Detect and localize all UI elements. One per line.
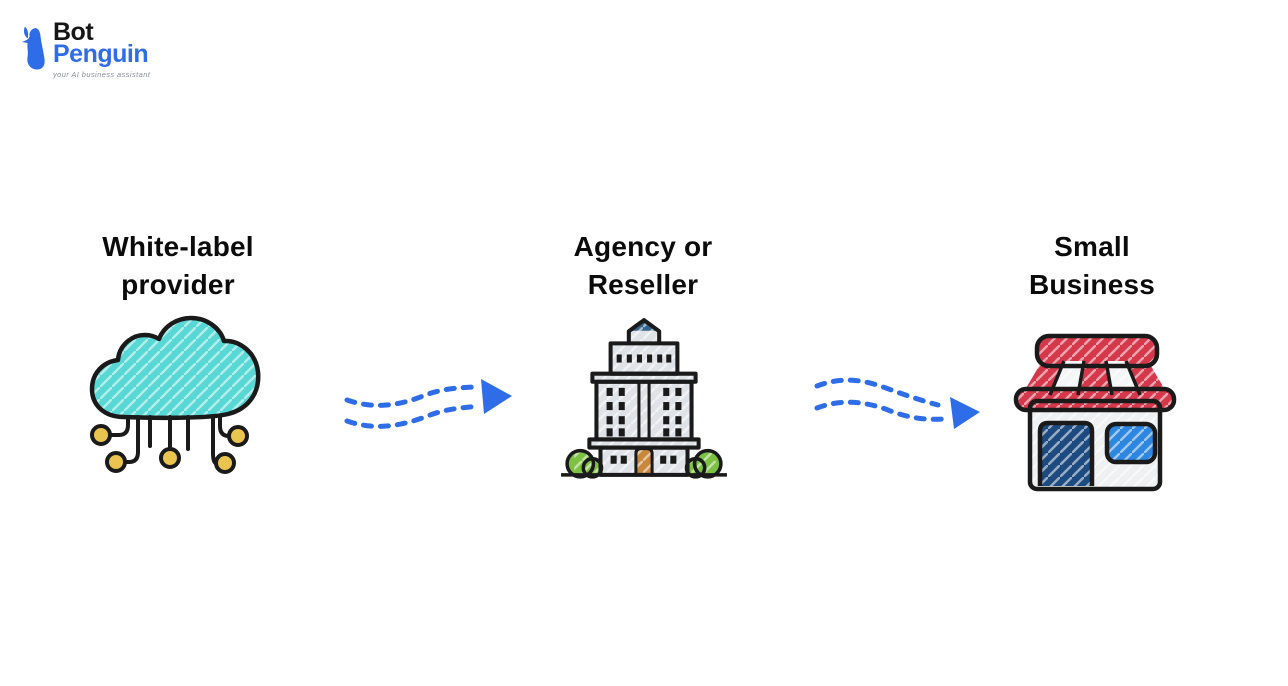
dashed-arrow-right-icon (814, 377, 980, 429)
node-label-line: Reseller (587, 269, 699, 300)
network-node-dots (90, 424, 249, 474)
node-label-line: White-label (102, 231, 254, 262)
office-building-icon (561, 317, 727, 479)
node-label-agency-or-reseller: Agency or Reseller (513, 228, 773, 304)
node-label-small-business: Small Business (962, 228, 1222, 304)
building-windows (606, 354, 682, 464)
node-label-white-label-provider: White-label provider (48, 228, 308, 304)
node-label-line: Agency or (573, 231, 713, 262)
cloud-network-icon (89, 315, 261, 474)
building-outlines (561, 318, 727, 479)
dashed-arrow-right-icon (344, 379, 512, 429)
brand-tagline: your AI business assistant (53, 70, 151, 79)
node-label-line: provider (121, 269, 235, 300)
node-label-line: Small (1054, 231, 1130, 262)
brand-name-bot: Bot (53, 18, 94, 46)
node-label-line: Business (1028, 269, 1156, 300)
penguin-icon (22, 26, 45, 70)
store-outlines (1013, 333, 1177, 492)
brand-name-penguin: Penguin (53, 40, 149, 68)
brand-logo: Bot Penguin your AI business assistant (20, 18, 151, 79)
storefront-icon (1013, 333, 1177, 492)
